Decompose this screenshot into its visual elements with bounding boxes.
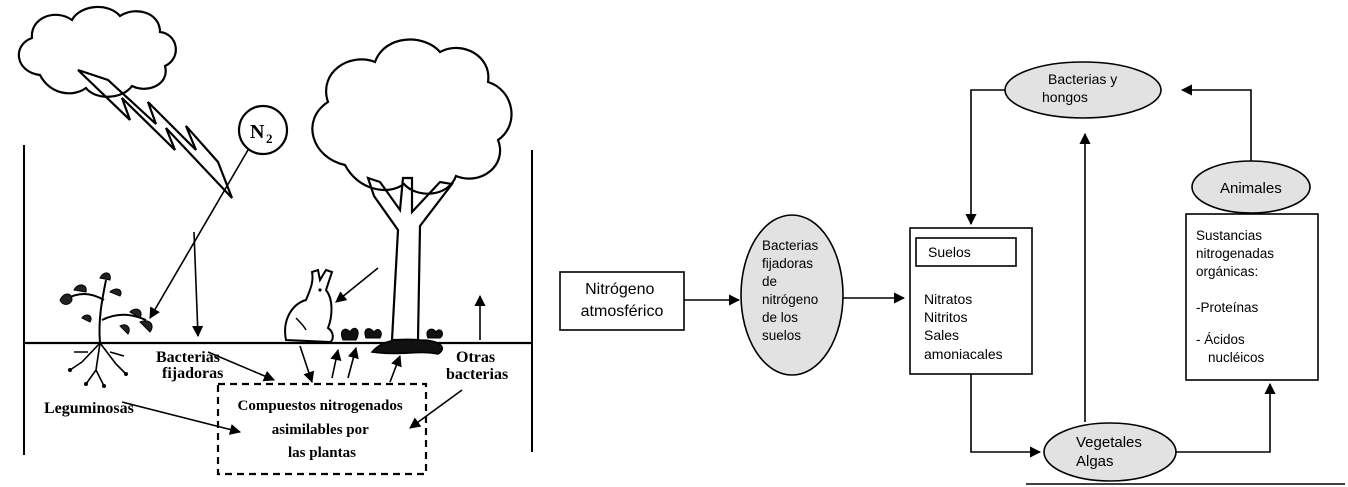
cloud-icon xyxy=(17,6,177,98)
illustration-arrows xyxy=(121,149,486,435)
nitrogeno-atmosferico-label: Nitrógeno atmosférico xyxy=(581,281,664,320)
bacterias-fijadoras-node-label: Bacterias fijadoras de nitrógeno de los … xyxy=(762,238,822,343)
nitrogen-cycle-illustration: N 2 xyxy=(17,6,533,476)
n2-label: N xyxy=(250,121,265,143)
bacterias-fijadoras-label: Bacterias fijadoras xyxy=(156,349,224,382)
sustancias-items: -Proteínas - Ácidos nucléicos xyxy=(1196,300,1265,365)
sustancias-label: Sustancias nitrogenadas orgánicas: xyxy=(1196,228,1278,279)
suelos-title-box xyxy=(915,237,1017,267)
legume-plant-icon xyxy=(59,272,153,388)
n2-subscript: 2 xyxy=(266,131,273,146)
nitrogeno-atmosferico-box xyxy=(559,271,685,331)
leguminosas-label: Leguminosas xyxy=(44,400,134,417)
n2-circle xyxy=(237,104,289,156)
suelos-items: Nitratos Nitritos Sales amoniacales xyxy=(924,291,1003,362)
tree-roots xyxy=(370,338,443,355)
sustancias-box xyxy=(1185,213,1319,381)
otras-bacterias-label: Otras bacterias xyxy=(446,349,508,383)
nitrogen-cycle-flowchart: Nitrógeno atmosférico Bacterias fijadora… xyxy=(559,61,1345,485)
vegetales-algas-label: Vegetales Algas xyxy=(1076,434,1146,470)
compuestos-label: Compuestos nitrogenados asimilables por … xyxy=(238,398,407,461)
lightning-icon xyxy=(77,68,234,199)
bacterias-hongos-label: Bacterias y hongos xyxy=(1042,71,1121,105)
animales-label: Animales xyxy=(1220,180,1282,197)
small-plants xyxy=(340,327,443,341)
vegetales-algas-node xyxy=(1043,422,1177,482)
flowchart-arrows xyxy=(684,84,1276,458)
suelos-title: Suelos xyxy=(928,244,971,260)
tree-trunk xyxy=(366,176,454,342)
tree-crown xyxy=(311,38,513,195)
compounds-box xyxy=(216,382,428,476)
bacterias-fijadoras-node xyxy=(740,214,844,376)
rabbit-icon xyxy=(284,268,334,344)
